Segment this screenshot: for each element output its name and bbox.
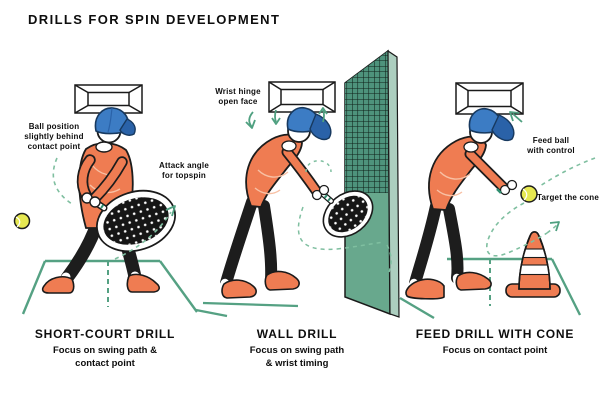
panel-feed-drill: [399, 82, 596, 320]
guide-arrows: [486, 111, 596, 257]
padel-racket: [96, 189, 176, 253]
cap-brim: [309, 113, 332, 141]
heading-wall-drill: WALL DRILL: [256, 327, 338, 341]
tennis-ball: [13, 212, 31, 230]
arrowhead: [549, 221, 560, 232]
glove: [499, 184, 511, 196]
guide-arrows: [245, 107, 392, 273]
shoe: [264, 270, 300, 291]
shoe: [41, 276, 75, 294]
cap: [94, 107, 130, 135]
arrowhead: [318, 107, 328, 115]
glove: [318, 184, 330, 196]
guide-arrows: [52, 157, 176, 260]
annotation-feed-ball: Feed ball with control: [527, 136, 575, 155]
caption-wall-drill: Focus on swing path & wrist timing: [249, 345, 345, 369]
caption-short-court-drill: Focus on swing path & contact point: [53, 345, 157, 369]
annotation-attack-angle: Attack angle for topspin: [159, 161, 209, 180]
heading-feed-drill: FEED DRILL WITH CONE: [415, 327, 575, 341]
heading-short-court-drill: SHORT-COURT DRILL: [34, 327, 176, 341]
padel-racket: [322, 190, 374, 238]
annotation-ball-position: Ball position slightly behind contact po…: [24, 122, 84, 151]
court-lines: [21, 259, 198, 315]
tennis-ball: [520, 185, 538, 203]
shoe: [221, 279, 257, 299]
shoe: [126, 273, 160, 293]
glove: [311, 189, 323, 201]
cap-brim: [119, 118, 136, 136]
court-lines: [399, 257, 582, 320]
traffic-cone: [505, 231, 561, 298]
glove: [89, 196, 101, 208]
cap-brim: [491, 114, 515, 142]
caption-feed-drill: Focus on contact point: [442, 345, 548, 356]
shoe: [455, 271, 492, 291]
panel-short-court: [13, 84, 198, 315]
page-title: DRILLS FOR SPIN DEVELOPMENT: [28, 12, 281, 27]
panel-wall-drill: [195, 49, 400, 318]
floor-lines: [195, 301, 299, 318]
practice-wall: [344, 49, 400, 318]
player-figure: [405, 107, 518, 300]
annotation-target-cone: Target the cone: [537, 193, 599, 202]
arrowhead: [165, 205, 176, 217]
player-figure: [41, 107, 176, 294]
arrowhead: [245, 119, 256, 129]
shoe: [405, 278, 445, 300]
arrowhead: [509, 111, 520, 122]
arrowhead: [271, 117, 281, 125]
glove: [506, 179, 518, 191]
annotation-wrist-hinge: Wrist hinge open face: [215, 87, 261, 106]
player-figure: [217, 106, 374, 299]
